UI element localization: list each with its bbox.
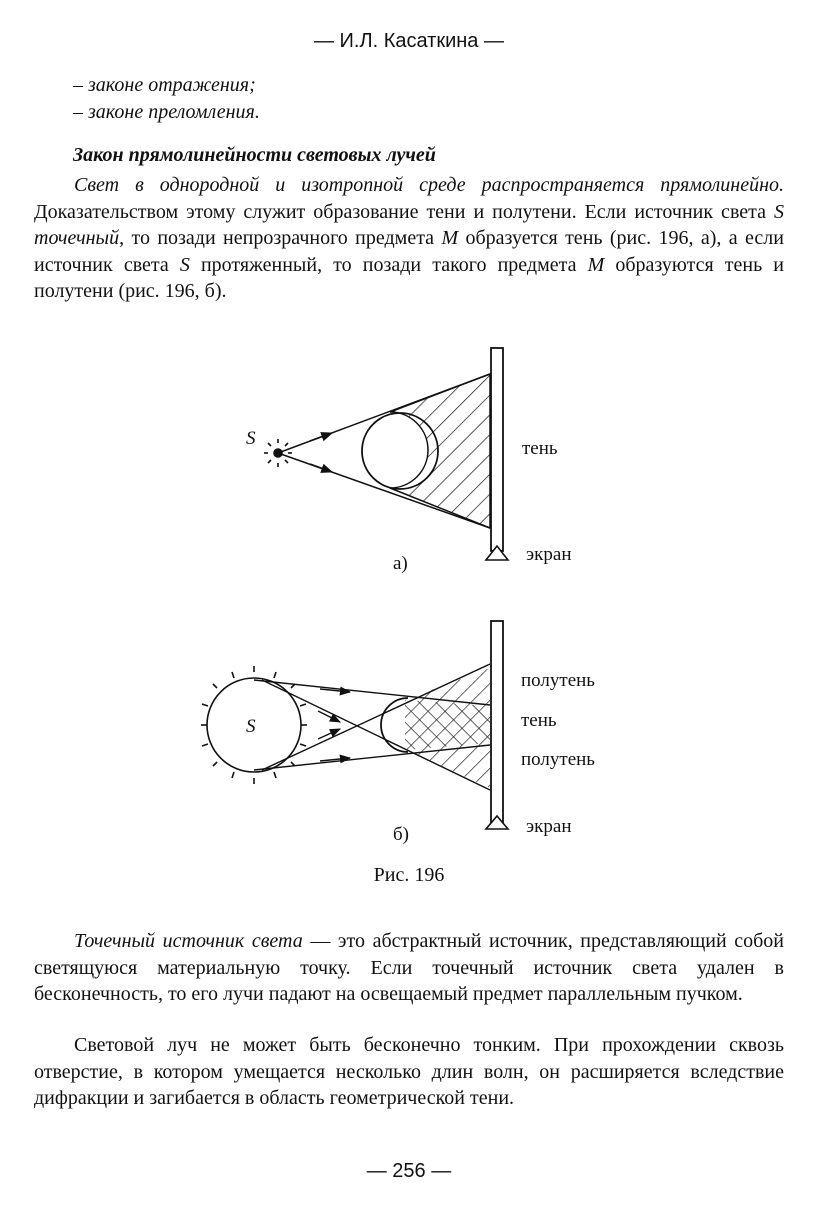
- section-title: Закон прямолинейности световых лучей: [73, 144, 436, 166]
- text-run: протяженный, то позади такого предмета: [189, 253, 588, 276]
- shadow-label: тень: [521, 710, 557, 731]
- list-item: – законе преломления.: [73, 101, 260, 123]
- ray-arrow: [317, 710, 342, 723]
- screen-stand: [484, 544, 510, 561]
- shadow-region: [389, 372, 491, 530]
- ray-arrow: [319, 754, 352, 764]
- figure-196: S тень экран а): [201, 347, 595, 845]
- text-run: Доказательством этому служит образование…: [34, 200, 774, 223]
- text-run: образуется тень (рис. 196, а), а если ис…: [34, 227, 784, 276]
- page-number: — 256 —: [366, 1160, 452, 1182]
- var-s: S: [179, 253, 190, 276]
- source-label: S: [246, 716, 256, 737]
- figure-caption: Рис. 196: [373, 864, 445, 886]
- text-run-italic: точечный: [34, 227, 120, 249]
- source-label: S: [246, 428, 256, 449]
- light-ray: [253, 744, 491, 771]
- var-s: S: [774, 200, 784, 223]
- var-m: M: [587, 253, 605, 276]
- point-source-icon: [264, 439, 292, 467]
- ray-arrow: [309, 463, 334, 473]
- text-run: образуются тень и полутени (рис. 196, б)…: [34, 253, 784, 303]
- ray-arrow: [317, 728, 342, 740]
- ray-arrow: [309, 432, 334, 442]
- text-run: , то позади непрозрачного предмета: [119, 227, 442, 249]
- paragraph-light-ray: Световой луч не может быть бесконечно то…: [34, 1032, 784, 1112]
- screen: [490, 620, 504, 825]
- extended-source-icon: [201, 666, 307, 784]
- running-header: — И.Л. Касаткина —: [314, 30, 504, 52]
- screen: [490, 347, 504, 552]
- sub-caption-b: б): [393, 824, 409, 845]
- light-ray: [253, 679, 491, 706]
- text-run: — это абстрактный источник, представляющ…: [34, 930, 784, 1005]
- paragraph-point-source: Точечный источник света — это абстрактны…: [34, 928, 784, 1008]
- term: Точечный источник света: [74, 930, 303, 952]
- shadow-label: тень: [522, 438, 558, 459]
- figure-a: S тень экран а): [246, 347, 572, 574]
- penumbra-top-label: полутень: [521, 670, 595, 691]
- light-ray: [261, 663, 491, 771]
- figure-b: S полутень тень полутень экран б): [201, 620, 595, 845]
- screen-label: экран: [526, 544, 572, 565]
- list-item: – законе отражения;: [73, 74, 256, 96]
- opaque-object: [361, 412, 439, 490]
- opaque-object: [380, 697, 409, 753]
- text-run: Световой луч не может быть бесконечно то…: [34, 1034, 784, 1109]
- light-ray: [261, 679, 491, 791]
- screen-label: экран: [526, 816, 572, 837]
- sub-caption-a: а): [393, 553, 408, 574]
- law-statement: Свет в однородной и изотропной среде рас…: [74, 174, 784, 196]
- ray-arrow: [319, 686, 352, 696]
- law-list: – законе отражения; – законе преломления…: [73, 72, 260, 126]
- paragraph-rectilinear-propagation: Свет в однородной и изотропной среде рас…: [34, 172, 784, 305]
- screen-stand: [484, 814, 510, 830]
- shadow-region: [405, 700, 490, 750]
- var-m: M: [441, 227, 459, 249]
- penumbra-bottom-label: полутень: [521, 749, 595, 770]
